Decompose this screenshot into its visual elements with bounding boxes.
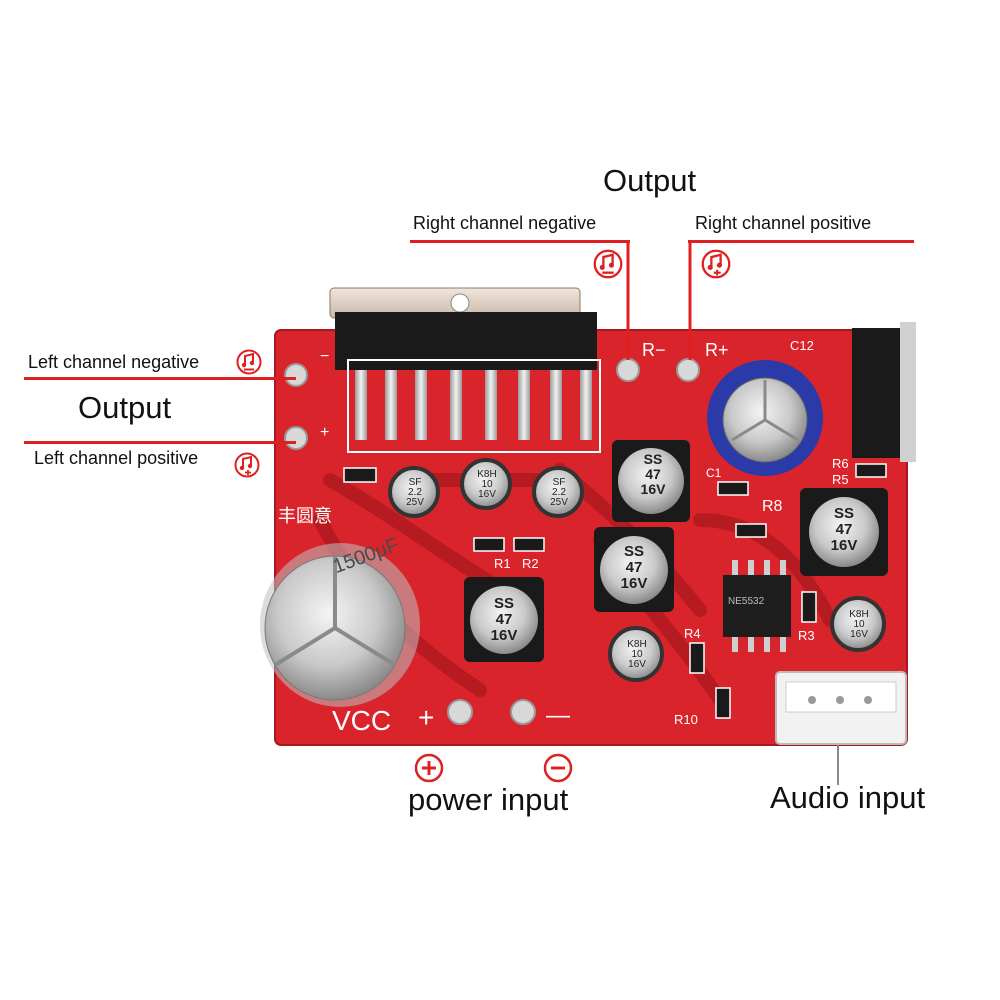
output-top-label: Output [603, 163, 697, 198]
music-note-minus-icon [593, 249, 623, 279]
smd-resistors [343, 463, 887, 719]
circle-plus-icon [414, 753, 444, 783]
cap-ss47-d: SS 47 16V [830, 505, 858, 554]
circle-minus-icon [543, 753, 573, 783]
audio-input-label: Audio input [770, 780, 926, 815]
op-amp-marking: NE5532 [728, 596, 765, 607]
left-channel-negative-label: Left channel negative [28, 352, 200, 372]
silkscreen-c1: C1 [706, 466, 722, 480]
silkscreen-vcc-minus: — [546, 702, 570, 729]
cap-ss47-b: SS 47 16V [620, 543, 648, 592]
silkscreen-r10: R10 [674, 712, 698, 727]
silkscreen-r5: R5 [832, 472, 849, 487]
power-input-label: power input [408, 782, 569, 817]
silkscreen-r3: R3 [798, 628, 815, 643]
op-amp-chip [723, 575, 791, 637]
heatsink-hole [450, 293, 470, 313]
cap-k8h-c: K8H 10 16V [849, 609, 869, 640]
solder-pads [284, 358, 700, 725]
silkscreen-vcc-plus: + [418, 702, 435, 733]
cap-ss47-a: SS 47 16V [640, 451, 666, 497]
right-channel-negative-line [410, 240, 630, 243]
cap-sf22-b: SF 2.2 25V [550, 477, 568, 508]
cap-k8h-a: K8H 10 16V [477, 469, 497, 500]
cap-ss47-c: SS 47 16V [490, 595, 518, 644]
left-channel-positive-line [24, 441, 296, 444]
cap-k8h-b: K8H 10 16V [627, 639, 647, 670]
left-channel-positive-label: Left channel positive [34, 448, 199, 468]
silkscreen-c12: C12 [790, 338, 814, 353]
silkscreen-left-plus: + [320, 424, 330, 441]
silkscreen-r-minus: R− [642, 340, 666, 360]
silkscreen-r2: R2 [522, 556, 539, 571]
silkscreen-left-minus: − [320, 348, 330, 365]
silkscreen-r6: R6 [832, 456, 849, 471]
music-note-minus-icon [236, 349, 262, 375]
right-channel-positive-line [688, 240, 914, 243]
cap-sf22-a: SF 2.2 25V [406, 477, 424, 508]
amplifier-chip [335, 312, 597, 370]
output-left-label: Output [78, 390, 172, 425]
chip-outline [347, 359, 601, 453]
music-note-plus-icon [234, 452, 260, 478]
right-channel-negative-label: Right channel negative [413, 213, 597, 233]
smd-capacitors [388, 440, 888, 682]
silkscreen-r4: R4 [684, 626, 701, 641]
silkscreen-r8: R8 [762, 498, 783, 515]
music-note-plus-icon [701, 249, 731, 279]
right-channel-positive-label: Right channel positive [695, 213, 872, 233]
silkscreen-r-plus: R+ [705, 340, 729, 360]
left-channel-negative-line [24, 377, 296, 380]
silkscreen-vcc: VCC [332, 705, 392, 736]
silkscreen-r1: R1 [494, 556, 511, 571]
chip-pins [355, 370, 592, 440]
silkscreen-chinese: 丰圆意 [278, 506, 332, 526]
